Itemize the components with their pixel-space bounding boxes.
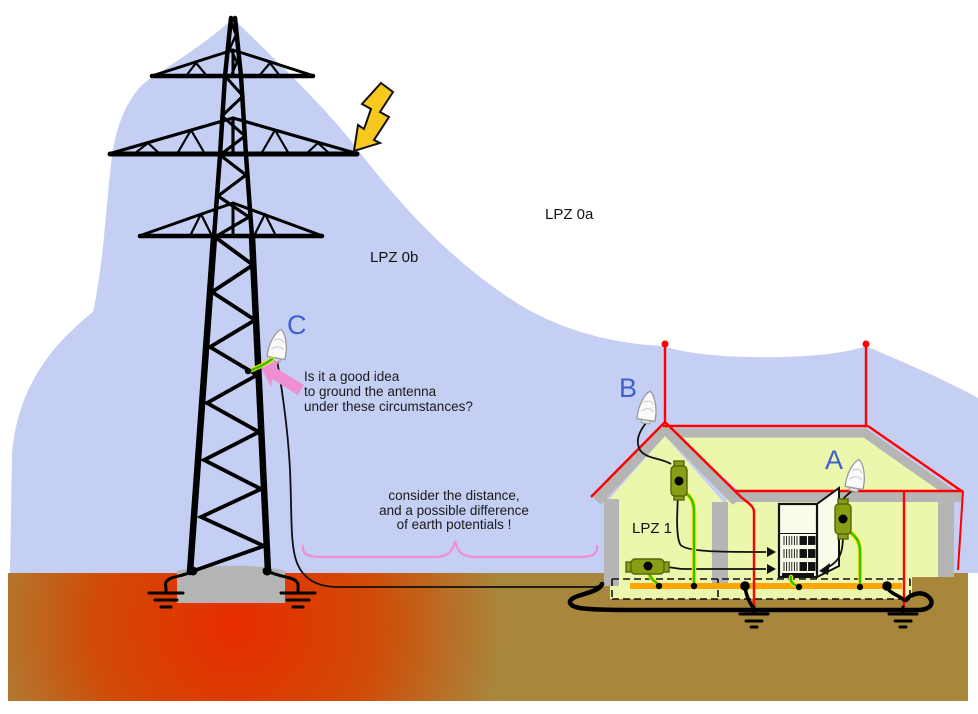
antenna-a-label: A xyxy=(825,445,843,475)
tower-foundation xyxy=(177,565,285,603)
transmission-tower xyxy=(107,15,360,609)
earth-electrode-icon xyxy=(887,605,919,629)
down-conductor-left xyxy=(740,496,756,607)
tower-leg-joint xyxy=(262,566,272,576)
air-rod-tip xyxy=(862,340,870,348)
house-wall-middle xyxy=(712,502,728,586)
lpz0a-label: LPZ 0a xyxy=(545,206,594,223)
bonding-bar xyxy=(630,583,902,589)
tower-crossarm-top xyxy=(149,48,316,79)
distance-note-line1: consider the distance, xyxy=(388,488,519,503)
house xyxy=(567,340,964,629)
equipment-cabinet xyxy=(777,486,840,579)
question-note-line1: Is it a good idea xyxy=(304,369,400,384)
lpz1-label: LPZ 1 xyxy=(632,520,672,537)
tower-lattice-mid1 xyxy=(218,74,248,157)
question-note: Is it a good idea to ground the antenna … xyxy=(304,369,473,414)
earth-electrode-icon xyxy=(738,605,770,629)
tower-lattice-body xyxy=(194,235,270,572)
house-wall-left xyxy=(604,499,619,586)
question-note-line3: under these circumstances? xyxy=(304,399,473,414)
cable-arrowhead xyxy=(767,564,776,574)
spd-terminal xyxy=(674,476,684,486)
tower-lattice-top xyxy=(228,20,239,78)
antenna-c-bond-point xyxy=(244,367,252,375)
tower-leg-right-lower xyxy=(248,233,272,576)
tower-leg-right-upper xyxy=(232,15,255,240)
tower-crossarm-bottom xyxy=(137,201,325,239)
tower-crossarm-middle xyxy=(107,116,360,157)
antenna-b-cable-to-cabinet xyxy=(676,494,767,553)
air-termination-system xyxy=(590,340,964,607)
foundation-dashed-outline xyxy=(611,578,911,600)
distance-note-line3: of earth potentials ! xyxy=(397,517,512,532)
bonding-bar-connections xyxy=(655,581,892,591)
question-note-line2: to ground the antenna xyxy=(304,384,437,399)
roof-slope-conductor xyxy=(867,425,964,493)
question-arrow-icon xyxy=(261,360,304,395)
distance-note: consider the distance, and a possible di… xyxy=(379,488,529,532)
lpz0b-label: LPZ 0b xyxy=(370,249,418,266)
earth-electrode-icon xyxy=(147,588,185,609)
lightning-bolt-icon xyxy=(352,81,395,153)
antenna-c-label: C xyxy=(287,310,307,340)
distance-note-line2: and a possible difference xyxy=(379,503,529,518)
antenna-a-icon xyxy=(844,458,865,493)
antenna-b-cable xyxy=(636,422,672,465)
cabinet-plinth xyxy=(782,573,814,577)
house-wall-right xyxy=(938,497,954,577)
tower-leg-joint xyxy=(188,566,198,576)
antenna-b-icon xyxy=(636,390,657,425)
right-wall-conductor xyxy=(957,490,964,571)
cabinet-modules xyxy=(783,536,816,571)
cable-arrowhead xyxy=(767,547,776,557)
tower-lattice-mid2 xyxy=(213,153,252,239)
distance-brace-icon xyxy=(301,540,599,559)
tower-earthing xyxy=(147,569,317,609)
spd-terminal xyxy=(838,514,848,524)
earth-electrode-icon xyxy=(279,588,317,609)
antenna-b-label: B xyxy=(619,373,637,403)
cable-arrowhead xyxy=(819,563,830,575)
spd-terminal xyxy=(643,561,653,571)
air-rod-tip xyxy=(661,340,669,348)
